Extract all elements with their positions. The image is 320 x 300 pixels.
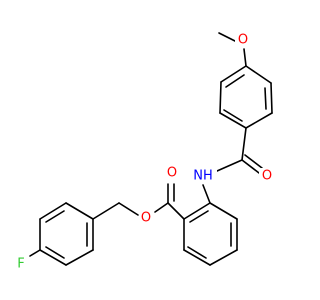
bond-ring3 — [65, 202, 94, 220]
bonds — [29, 32, 273, 266]
bond-o-aryl — [243, 48, 247, 67]
bond-ch2-ring3 — [92, 202, 120, 220]
bond-ring3-f — [29, 249, 41, 257]
bond-ring3 — [39, 202, 67, 220]
bond-ester-o — [154, 202, 169, 213]
atom-nitrogen-amide: NH — [193, 169, 213, 184]
bond-ring2 — [209, 202, 238, 220]
bond-ring3-inner — [45, 246, 65, 259]
atom-fluorine: F — [17, 257, 24, 272]
bond-ring2-inner — [189, 210, 209, 223]
atom-oxygen-amide: O — [262, 169, 272, 184]
bond-ring1-carbonyl — [241, 127, 247, 161]
bond-methyl-o — [218, 32, 238, 43]
bond-o-ch2 — [118, 202, 139, 216]
bond-ring1 — [245, 65, 272, 84]
bond-ring1-inner — [225, 74, 245, 88]
bond-ring2-inner — [187, 246, 207, 259]
bond-ring2 — [209, 249, 238, 266]
bond-ring2 — [183, 249, 211, 266]
bond-ring1 — [219, 112, 247, 129]
bond-ring1-inner — [223, 109, 243, 122]
molecule-structure-diagram: O O NH O O F — [14, 32, 274, 272]
bond-ring3 — [39, 249, 67, 266]
bond-ring3-inner — [45, 210, 65, 223]
bond-ring1 — [219, 81, 222, 114]
bond-ring1-inner — [264, 87, 267, 110]
atom-oxygen-ester: O — [141, 211, 151, 226]
bond-n-ring2 — [202, 184, 211, 204]
bond-amide-co — [241, 159, 260, 174]
bond-amide-co — [244, 154, 263, 169]
bond-ring3 — [65, 249, 94, 266]
bond-carbonyl-n — [216, 159, 243, 172]
bond-ring1 — [220, 65, 247, 83]
atom-labels: O O NH O O F — [14, 32, 274, 272]
atom-oxygen-ester-carbonyl: O — [167, 166, 177, 181]
bond-ring1 — [245, 112, 273, 129]
bond-ring1 — [270, 82, 273, 114]
bond-ring2 — [183, 202, 211, 220]
atom-oxygen-methoxy: O — [238, 33, 248, 48]
bond-ring2-ester — [167, 202, 185, 220]
